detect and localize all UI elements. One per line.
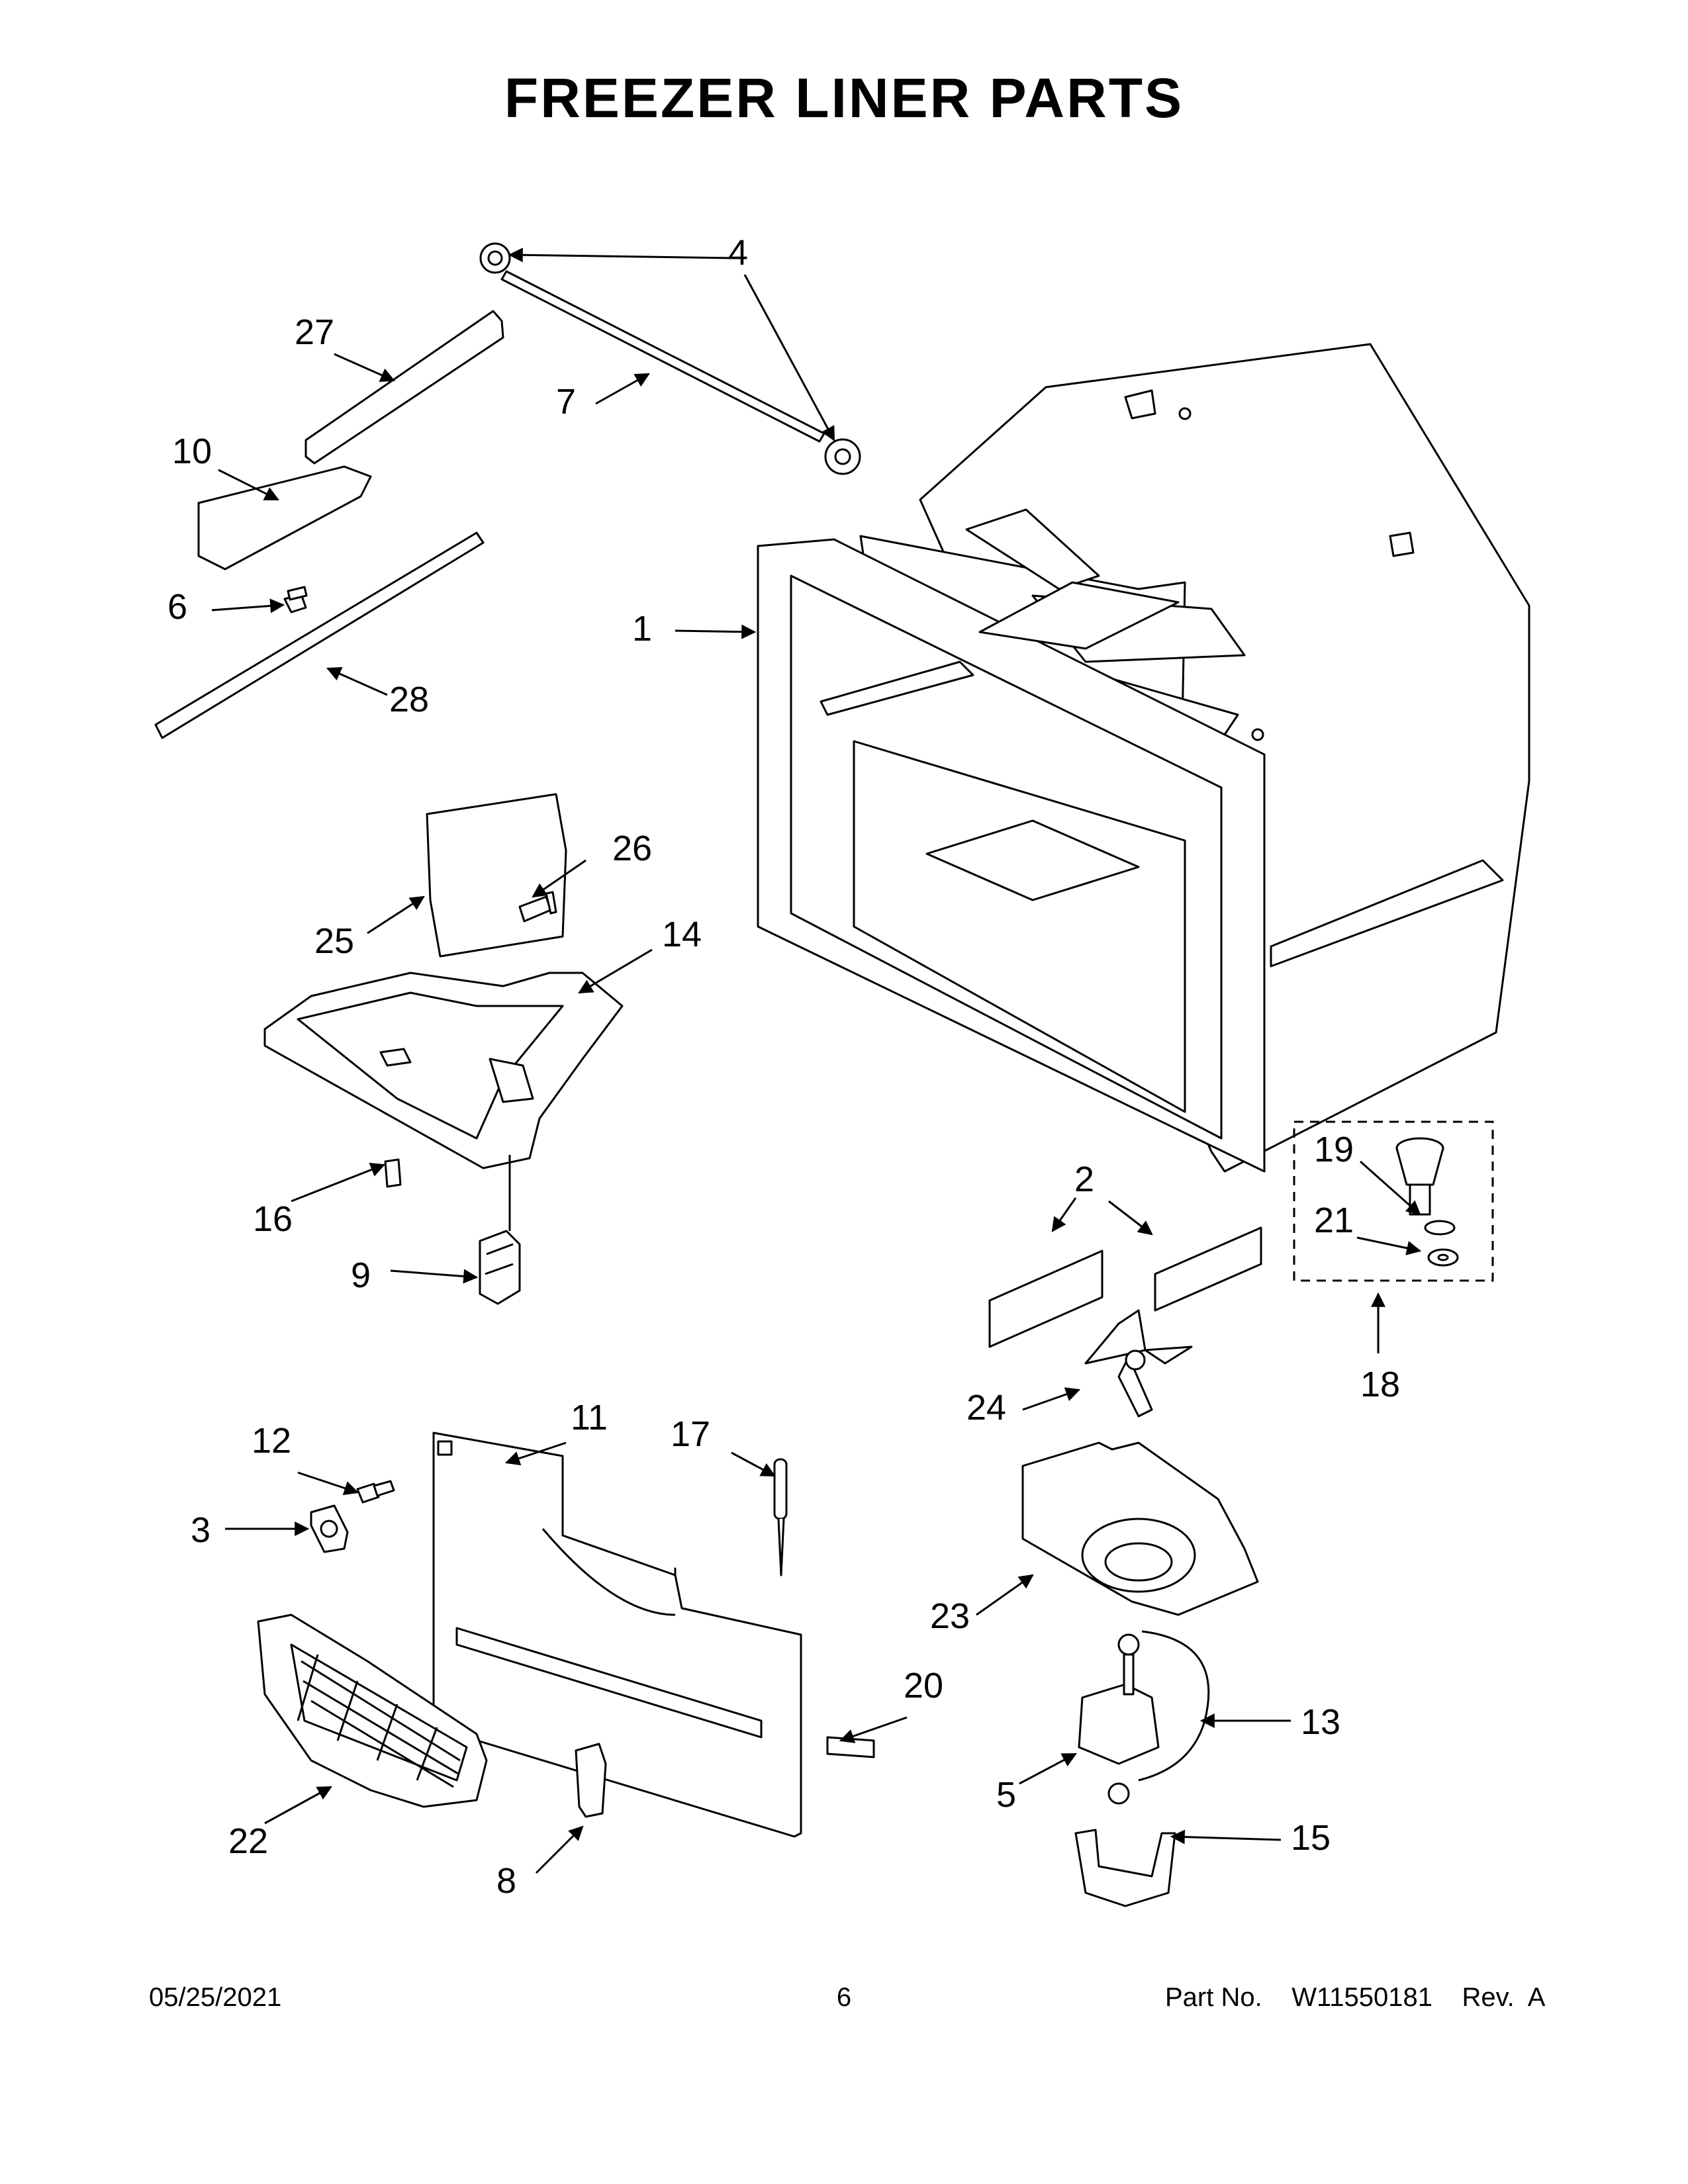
rail-part [305,310,504,465]
callout-9: 9 [351,1255,371,1295]
callout-20: 20 [904,1666,943,1706]
callout-6: 6 [167,587,187,627]
callout-24: 24 [966,1388,1006,1428]
motor-bracket-part-15 [1074,1829,1176,1907]
screw-part-26 [518,891,557,923]
freezer-liner-part [757,343,1530,1173]
part-label: Part No. [1165,1983,1262,2012]
kit-box [1293,1120,1494,1282]
callout-11: 11 [571,1398,608,1437]
damper-knob-part [479,1230,521,1305]
duct-tray-part [263,972,624,1169]
callout-19: 19 [1314,1130,1354,1169]
footer-date: 05/25/2021 [149,1983,282,2012]
callout-4: 4 [728,233,748,273]
clip-part-8 [575,1743,607,1818]
fan-grille-part [257,1614,488,1808]
callout-3: 3 [191,1510,211,1550]
rod-part [500,270,825,443]
fan-shroud-part [1021,1441,1259,1616]
callout-28: 28 [389,680,429,719]
bracket-part [197,465,372,570]
part-number: W11550181 [1291,1983,1432,2012]
callout-23: 23 [930,1596,970,1636]
evaporator-cover-part [432,1432,802,1838]
leader-lines [211,248,1422,1874]
screw-part-6 [283,586,308,614]
grommet-part [1107,1633,1140,1805]
callout-13: 13 [1301,1702,1340,1742]
foam-pad-right-part [1154,1226,1262,1312]
callout-12: 12 [252,1421,291,1461]
water-fitting-part [1395,1137,1444,1216]
callout-25: 25 [314,921,354,961]
damper-cover-part [426,793,567,958]
footer-part-info: Part No. W11550181 Rev. A [1165,1983,1545,2013]
callout-27: 27 [295,312,334,352]
callout-10: 10 [172,432,212,471]
footer-page-number: 6 [836,1983,852,2012]
callout-7: 7 [556,382,576,422]
callout-2: 2 [1074,1160,1094,1199]
screw-part-12 [356,1480,395,1504]
callout-18: 18 [1360,1365,1400,1404]
callout-17: 17 [671,1414,710,1454]
callout-15: 15 [1291,1818,1331,1858]
fan-motor-part [1078,1630,1210,1782]
revision: Rev. A [1462,1983,1546,2012]
callout-22: 22 [228,1821,268,1861]
gasket-strip-part [826,1736,875,1758]
motor-bracket-part [310,1504,349,1553]
washer-part [1427,1248,1459,1267]
sensor-clip-part [384,1158,402,1188]
callout-8: 8 [496,1861,516,1901]
thermistor-part [773,1458,788,1576]
page-title: FREEZER LINER PARTS [504,67,1184,129]
callout-labels: 4 27 7 10 6 1 28 26 25 14 2 19 21 16 9 1… [167,233,1400,1901]
callout-1: 1 [632,609,652,649]
callout-5: 5 [996,1775,1016,1815]
foam-pad-left-part [988,1250,1103,1348]
callout-14: 14 [662,915,702,954]
fan-blade-part [1084,1309,1193,1418]
o-ring-part [1424,1220,1456,1236]
callout-26: 26 [612,829,652,868]
callout-21: 21 [1314,1201,1354,1240]
callout-16: 16 [253,1199,293,1239]
slide-part [154,531,485,739]
